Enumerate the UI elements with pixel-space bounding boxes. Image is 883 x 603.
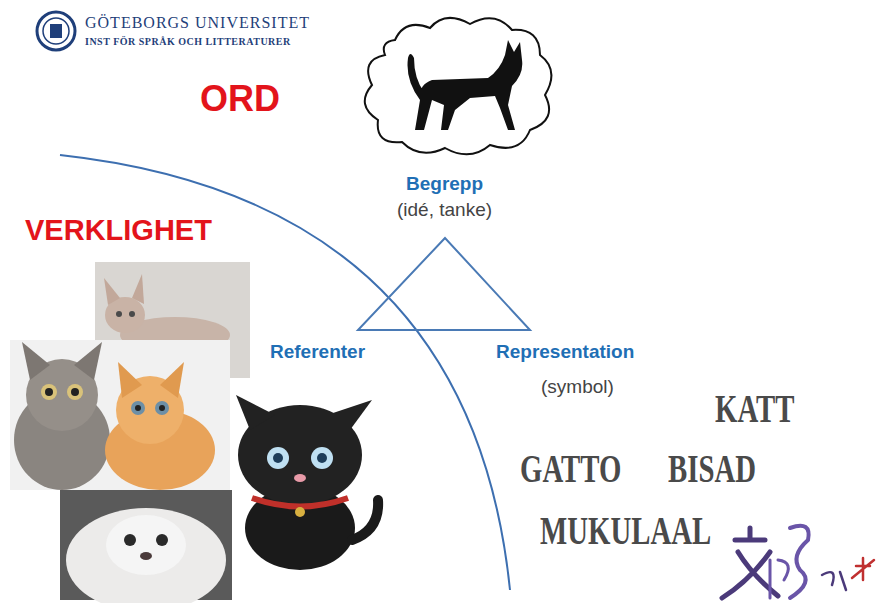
symbol-note: (symbol)	[541, 376, 614, 398]
cat-silhouette	[408, 40, 523, 130]
example-word: GATTO	[520, 446, 621, 492]
concept-label: Begrepp	[406, 173, 483, 195]
example-word: BISAD	[668, 446, 756, 492]
heading-reality: VERKLIGHET	[25, 214, 212, 247]
photo-kittens	[10, 340, 230, 490]
toy-cat	[236, 395, 378, 570]
department-name: INST FÖR SPRÅK OCH LITTERATURER	[85, 36, 291, 48]
university-name: GÖTEBORGS UNIVERSITET	[85, 14, 310, 32]
representation-label: Representation	[496, 341, 634, 363]
thought-cloud	[365, 18, 552, 154]
example-word: KATT	[715, 386, 794, 432]
concept-note: (idé, tanke)	[397, 199, 492, 221]
script-collage	[722, 526, 874, 598]
heading-word: ORD	[200, 78, 280, 119]
example-word: MUKULAAL	[540, 508, 711, 554]
photo-persian-cat	[60, 490, 232, 603]
referent-label: Referenter	[270, 341, 365, 363]
university-logo	[37, 12, 75, 50]
semiotic-triangle	[358, 238, 530, 330]
